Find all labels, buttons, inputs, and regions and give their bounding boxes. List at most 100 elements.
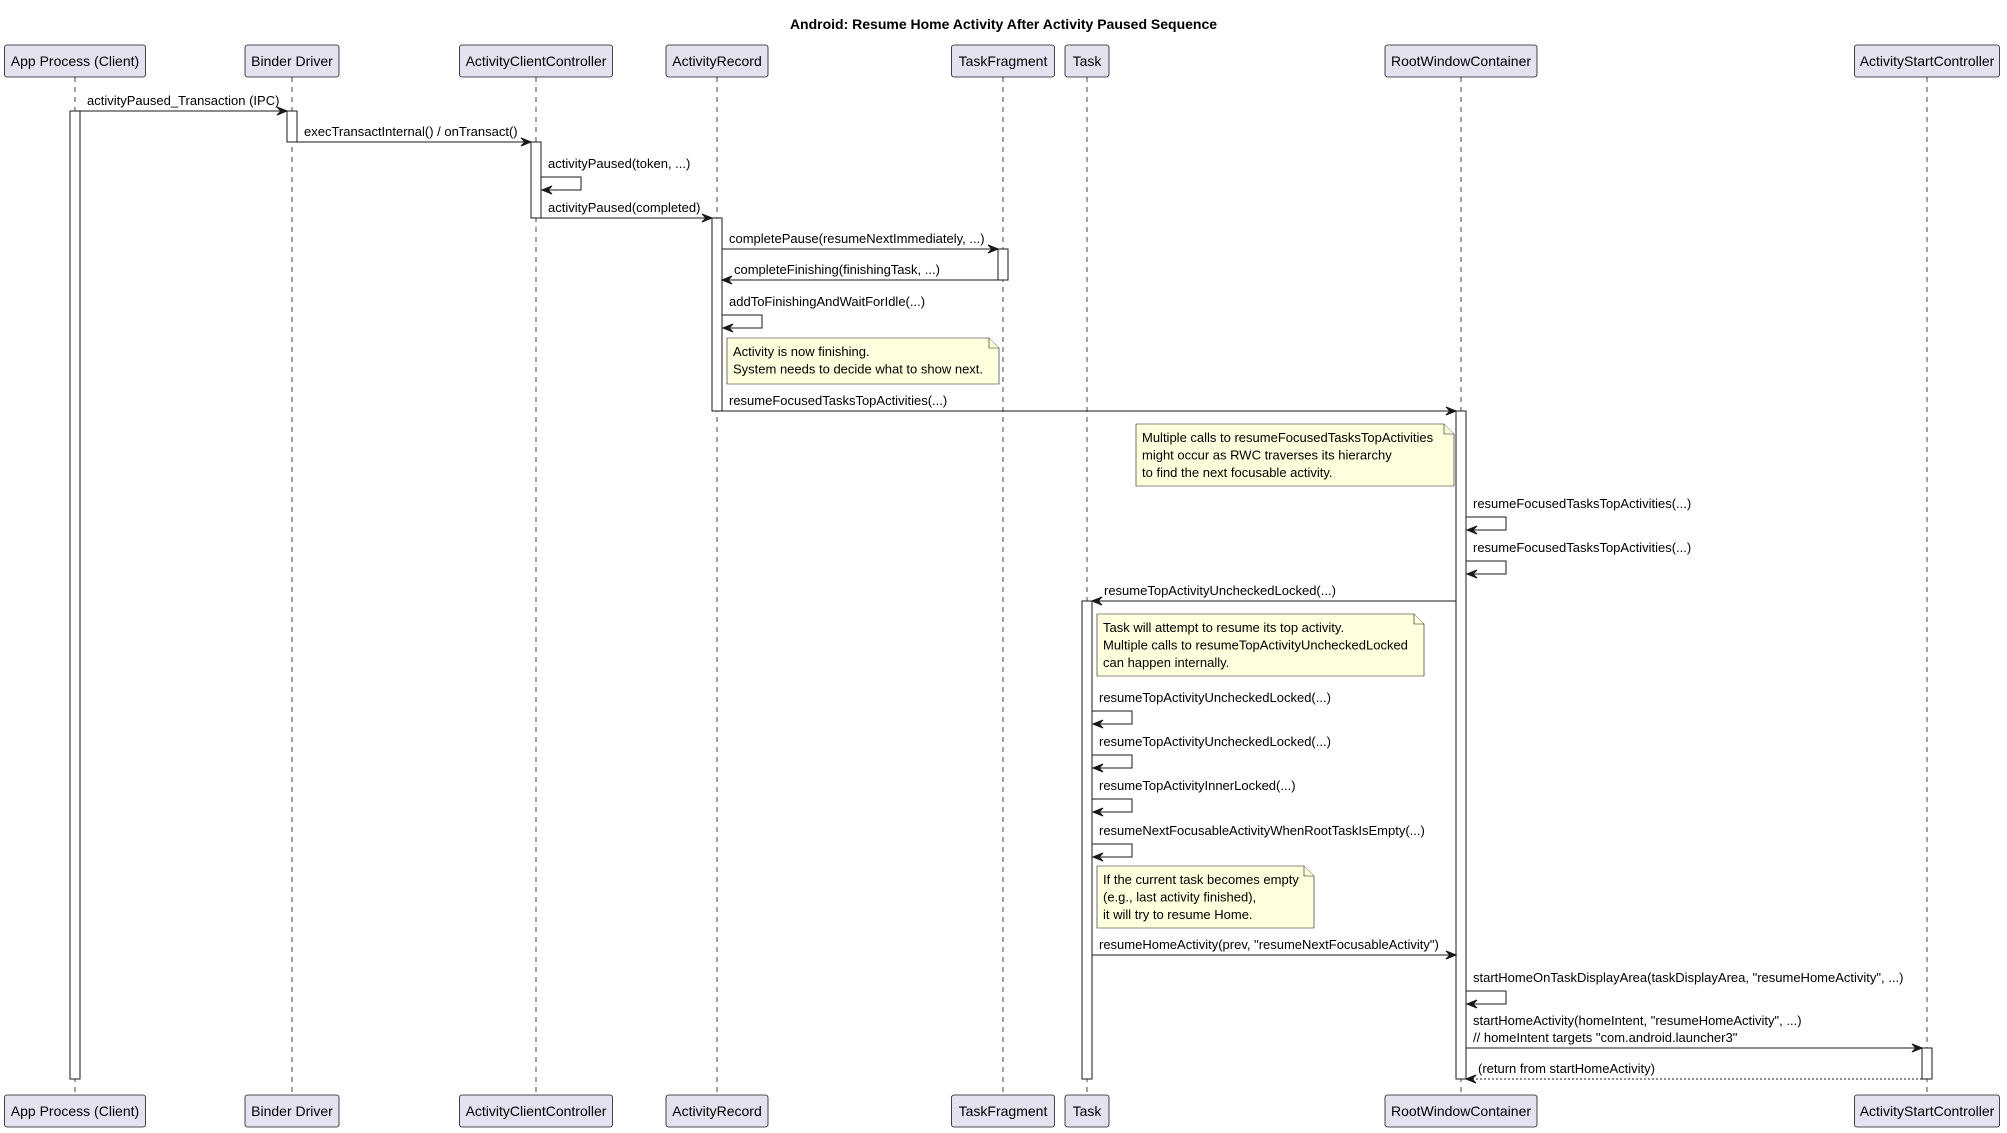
participant-box [1384,44,1538,78]
message-11: resumeTopActivityUncheckedLocked(...) [1091,690,1331,729]
participant-label: App Process (Client) [11,53,139,69]
participant-box [1384,1094,1538,1128]
arrowhead [720,275,733,285]
participant-box [665,44,769,78]
lifelines [74,77,1928,1095]
note-text: can happen internally. [1103,655,1229,670]
participant-task-top: Task [1064,44,1110,78]
participant-label: Binder Driver [251,53,333,69]
participant-label: ActivityRecord [672,1103,761,1119]
arrowhead [1091,807,1104,817]
participant-label: ActivityClientController [466,1103,607,1119]
message-label: resumeTopActivityUncheckedLocked(...) [1099,690,1331,705]
participant-label: ActivityStartController [1860,53,1995,69]
note-text: Multiple calls to resumeFocusedTasksTopA… [1142,430,1434,445]
arrowhead [1090,596,1103,606]
participant-label: Binder Driver [251,1103,333,1119]
message-13: resumeTopActivityInnerLocked(...) [1091,778,1296,817]
arrowhead [276,106,289,116]
message-label: completePause(resumeNextImmediately, ...… [729,231,985,246]
message-label: execTransactInternal() / onTransact() [304,124,518,139]
message-7: resumeFocusedTasksTopActivities(...) [722,393,1458,416]
message-8: resumeFocusedTasksTopActivities(...) [1465,496,1691,535]
self-message-line [541,176,582,191]
arrowhead [1465,525,1478,535]
participant-box [1064,1094,1110,1128]
participant-asc-bottom: ActivityStartController [1854,1094,2000,1128]
message-18: (return from startHomeActivity) [1464,1061,1922,1084]
note-box [1135,423,1455,487]
message-label: activityPaused_Transaction (IPC) [87,93,279,108]
self-message-line [1092,843,1133,858]
participant-box [1854,44,2000,78]
participant-ar-bottom: ActivityRecord [665,1094,769,1128]
diagram-title: Android: Resume Home Activity After Acti… [790,16,1217,32]
note-text: System needs to decide what to show next… [733,362,983,377]
message-14: resumeNextFocusableActivityWhenRootTaskI… [1091,823,1425,862]
note-fold [1443,424,1454,435]
participant-box [951,1094,1055,1128]
participant-box [1064,44,1110,78]
note-box [1096,865,1315,929]
activation-bar-task [1081,600,1093,1080]
message-10: resumeTopActivityUncheckedLocked(...) [1090,583,1456,606]
message-label: resumeFocusedTasksTopActivities(...) [729,393,947,408]
message-label: startHomeOnTaskDisplayArea(taskDisplayAr… [1473,970,1903,985]
message-label: completeFinishing(finishingTask, ...) [734,262,940,277]
message-9: resumeFocusedTasksTopActivities(...) [1465,540,1691,579]
note-text: Activity is now finishing. [733,344,870,359]
message-4: completePause(resumeNextImmediately, ...… [722,231,1000,254]
note-box [726,337,1000,385]
participant-label: TaskFragment [959,1103,1048,1119]
arrowhead [701,213,714,223]
participant-label: Task [1073,53,1103,69]
participant-box [4,1094,146,1128]
message-6: addToFinishingAndWaitForIdle(...) [721,294,925,333]
note-text: Task will attempt to resume its top acti… [1103,620,1344,635]
message-17: startHomeActivity(homeIntent, "resumeHom… [1466,1013,1924,1053]
arrowhead [721,323,734,333]
message-15: resumeHomeActivity(prev, "resumeNextFocu… [1092,937,1458,960]
self-message-line [722,314,763,329]
arrowhead [1465,999,1478,1009]
message-1: execTransactInternal() / onTransact() [297,124,533,147]
participant-rwc-bottom: RootWindowContainer [1384,1094,1538,1128]
participant-asc-top: ActivityStartController [1854,44,2000,78]
note-text: (e.g., last activity finished), [1103,890,1256,905]
message-3: activityPaused(completed) [541,200,714,223]
message-label: resumeNextFocusableActivityWhenRootTaskI… [1099,823,1425,838]
participant-box [4,44,146,78]
participant-acc-bottom: ActivityClientController [459,1094,613,1128]
activation-bar-ar [711,217,723,412]
participant-binder-bottom: Binder Driver [244,1094,340,1128]
arrowhead [1911,1043,1924,1053]
participant-tf-bottom: TaskFragment [951,1094,1055,1128]
arrowhead [1445,950,1458,960]
arrowhead [1091,852,1104,862]
message-label: resumeTopActivityInnerLocked(...) [1099,778,1296,793]
note-fold [1303,866,1314,877]
message-label: resumeTopActivityUncheckedLocked(...) [1104,583,1336,598]
participant-label: TaskFragment [959,53,1048,69]
message-5: completeFinishing(finishingTask, ...) [720,262,998,285]
message-label: (return from startHomeActivity) [1478,1061,1655,1076]
self-message-line [1092,754,1133,769]
participant-box [459,44,613,78]
participant-label: ActivityStartController [1860,1103,1995,1119]
arrowhead [1445,406,1458,416]
self-message-line [1466,560,1507,575]
message-label: activityPaused(token, ...) [548,156,690,171]
note-0: Activity is now finishing. System needs t… [726,337,1000,385]
participants-top: App Process (Client) Binder Driver Activit… [4,44,2000,78]
participant-binder-top: Binder Driver [244,44,340,78]
self-message-line [1466,516,1507,531]
message-0: activityPaused_Transaction (IPC) [80,93,289,116]
message-label: resumeTopActivityUncheckedLocked(...) [1099,734,1331,749]
message-label: resumeHomeActivity(prev, "resumeNextFocu… [1099,937,1439,952]
activation-bar-rwc [1455,410,1467,1080]
activation-bar-app [69,110,81,1080]
participant-label: App Process (Client) [11,1103,139,1119]
note-2: Task will attempt to resume its top acti… [1096,613,1425,677]
participant-box [951,44,1055,78]
